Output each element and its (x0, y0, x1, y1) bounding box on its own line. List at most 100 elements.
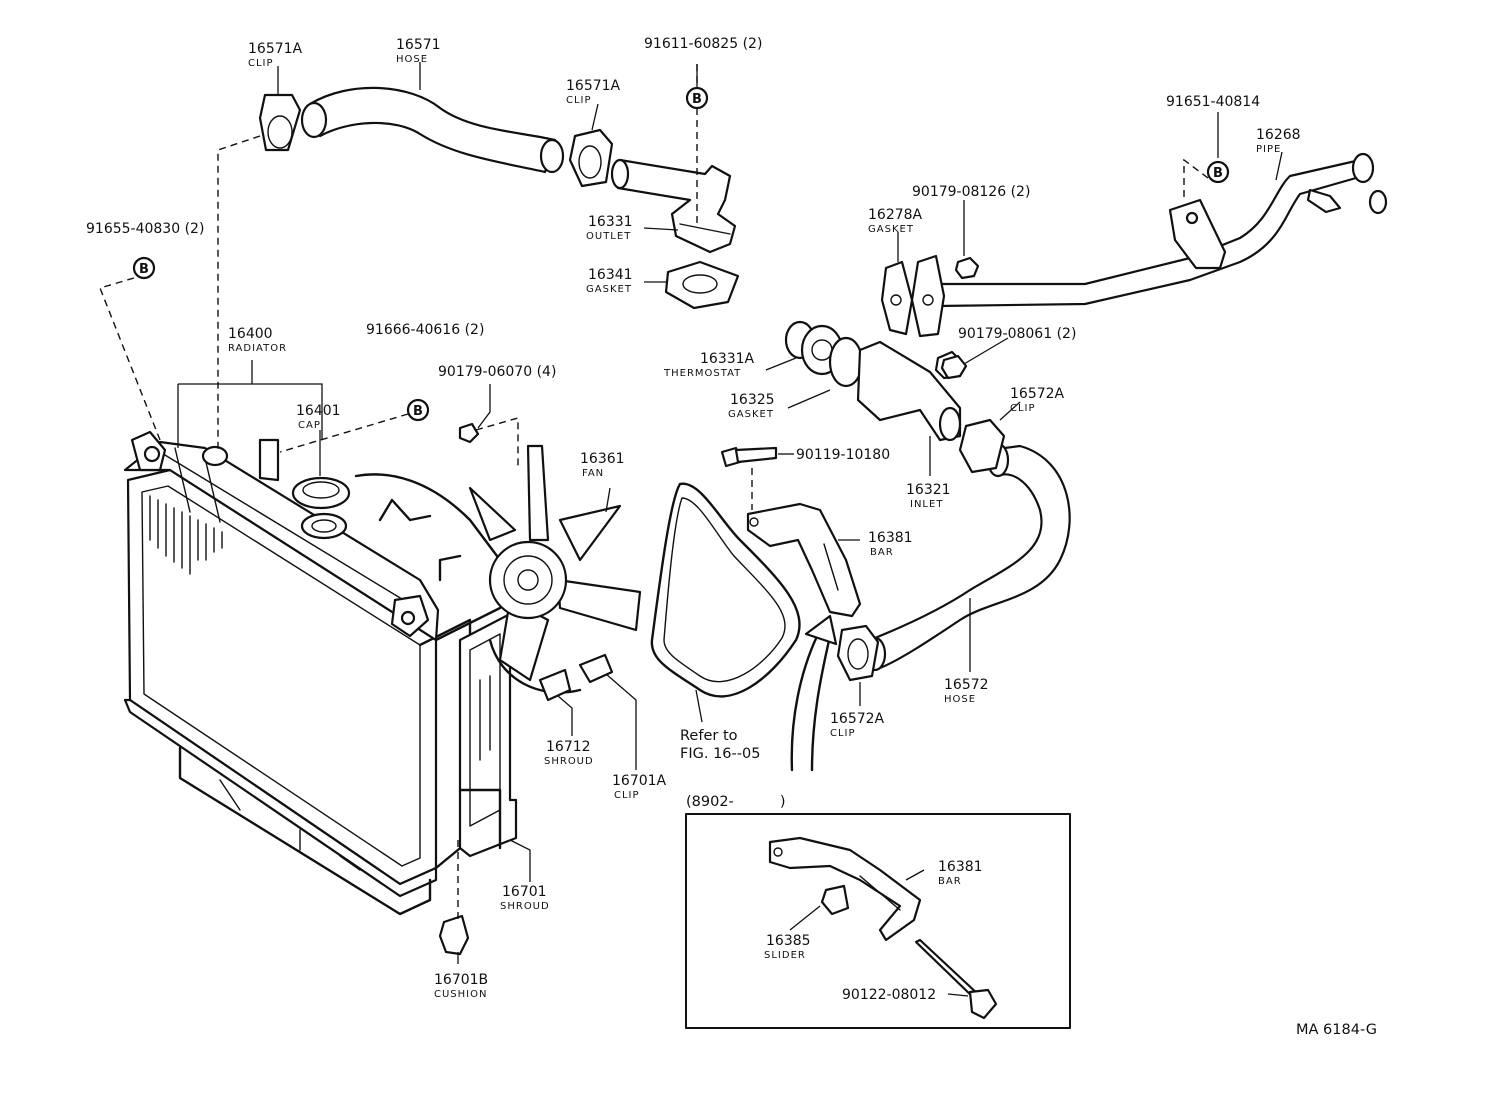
part-name: OUTLET (586, 231, 631, 242)
callout-16701B: 16701B CUSHION (434, 972, 488, 1000)
radiator-cap (291, 476, 351, 510)
refer-line-2: FIG. 16--05 (680, 746, 760, 762)
bolt-90179-06070 (458, 422, 480, 444)
part-number: 16571A (248, 41, 303, 57)
lower-hose (863, 442, 1071, 672)
part-number: 16701 (502, 884, 547, 900)
part-name: FAN (582, 468, 604, 479)
callout-91611: 91611-60825 (2) (644, 36, 762, 52)
part-name: CLIP (830, 728, 856, 739)
refer-note: Refer to FIG. 16--05 (680, 728, 760, 762)
part-number: 16361 (580, 451, 625, 467)
part-number: 90122-08012 (842, 987, 936, 1003)
part-name: GASKET (586, 284, 632, 295)
marker-b-91655: B (132, 256, 156, 280)
radiator (123, 430, 502, 916)
part-number: 16401 (296, 403, 341, 419)
part-name: INLET (910, 499, 943, 510)
fan-belt (650, 482, 801, 698)
callout-90179-06070: 90179-06070 (4) (438, 364, 556, 380)
callout-16381: 16381 BAR (868, 530, 913, 558)
cushion-16701B (438, 914, 470, 956)
reference-arrow (790, 614, 838, 772)
nut-90179-08061 (940, 354, 968, 380)
callout-16572: 16572 HOSE (944, 677, 989, 705)
gasket-16341 (664, 260, 740, 310)
callout-16572A-lower: 16572A CLIP (830, 711, 885, 739)
part-number: 16325 (730, 392, 775, 408)
part-number: 16400 (228, 326, 273, 342)
part-number: 16381 (868, 530, 913, 546)
part-name: GASKET (868, 224, 914, 235)
marker-b-91611: B (685, 86, 709, 110)
part-number: 16331A (700, 351, 755, 367)
callout-16571: 16571 HOSE (396, 37, 441, 65)
callout-91655: 91655-40830 (2) (86, 221, 204, 237)
gasket-16278A (880, 254, 946, 338)
callout-16341: 16341 GASKET (586, 267, 633, 295)
callout-16361: 16361 FAN (580, 451, 625, 479)
callout-16331A: 16331A THERMOSTAT (663, 351, 755, 379)
callout-16571A-right: 16571A CLIP (566, 78, 621, 106)
callout-90119: 90119-10180 (796, 447, 890, 463)
callout-16701A: 16701A CLIP (612, 773, 667, 801)
callout-16381-inset: 16381 BAR (938, 859, 983, 887)
water-inlet (856, 340, 964, 442)
part-number: 16701B (434, 972, 488, 988)
part-number: 16341 (588, 267, 633, 283)
part-name: CLIP (1010, 403, 1036, 414)
part-number: 90179-08126 (2) (912, 184, 1030, 200)
part-name: SHROUD (544, 756, 594, 767)
callout-91666: 91666-40616 (2) (366, 322, 484, 338)
part-number: 16572A (1010, 386, 1065, 402)
part-number: 90119-10180 (796, 447, 890, 463)
leader-lines (177, 62, 1283, 964)
part-number: 91655-40830 (2) (86, 221, 204, 237)
callout-16268: 16268 PIPE (1256, 127, 1301, 155)
part-name: CLIP (614, 790, 640, 801)
callout-90179-08126: 90179-08126 (2) (912, 184, 1030, 200)
part-name: GASKET (728, 409, 774, 420)
callout-16278A: 16278A GASKET (868, 207, 923, 235)
part-number: 16571 (396, 37, 441, 53)
bolt-90119-10180 (720, 446, 778, 468)
callout-16400: 16400 RADIATOR (228, 326, 286, 354)
upper-hose (300, 86, 565, 174)
part-number: 16381 (938, 859, 983, 875)
part-name: SLIDER (764, 950, 806, 961)
water-outlet (610, 158, 737, 254)
callout-16701: 16701 SHROUD (500, 884, 549, 912)
part-name: CLIP (248, 58, 274, 69)
part-number: 16572 (944, 677, 989, 693)
callout-16321: 16321 INLET (906, 482, 951, 510)
callout-16331: 16331 OUTLET (586, 214, 633, 242)
part-number: 90179-06070 (4) (438, 364, 556, 380)
callout-16712: 16712 SHROUD (544, 739, 594, 767)
gasket-16325 (828, 336, 864, 388)
marker-b-91666: B (406, 398, 430, 422)
part-name: THERMOSTAT (663, 368, 741, 379)
part-name: PIPE (1256, 144, 1281, 155)
part-number: 16571A (566, 78, 621, 94)
part-number: 16572A (830, 711, 885, 727)
clip-16571A-left (258, 93, 302, 152)
part-number: 91666-40616 (2) (366, 322, 484, 338)
nut-90179-08126 (954, 256, 980, 280)
marker-b-label: B (139, 262, 149, 277)
inset-box (685, 813, 1071, 1029)
callout-16385: 16385 SLIDER (764, 933, 811, 961)
inset-label: (8902- ) (686, 794, 786, 810)
part-number: 16331 (588, 214, 633, 230)
marker-b-label: B (1213, 166, 1223, 181)
callout-16571A-left: 16571A CLIP (248, 41, 303, 69)
part-number: 16701A (612, 773, 667, 789)
part-number: 16385 (766, 933, 811, 949)
part-name: BAR (938, 876, 962, 887)
marker-b-91651: B (1206, 160, 1230, 184)
callout-16401: 16401 CAP (296, 403, 341, 431)
part-name: HOSE (944, 694, 976, 705)
shroud-16712 (488, 638, 582, 702)
water-pipe (936, 152, 1388, 308)
